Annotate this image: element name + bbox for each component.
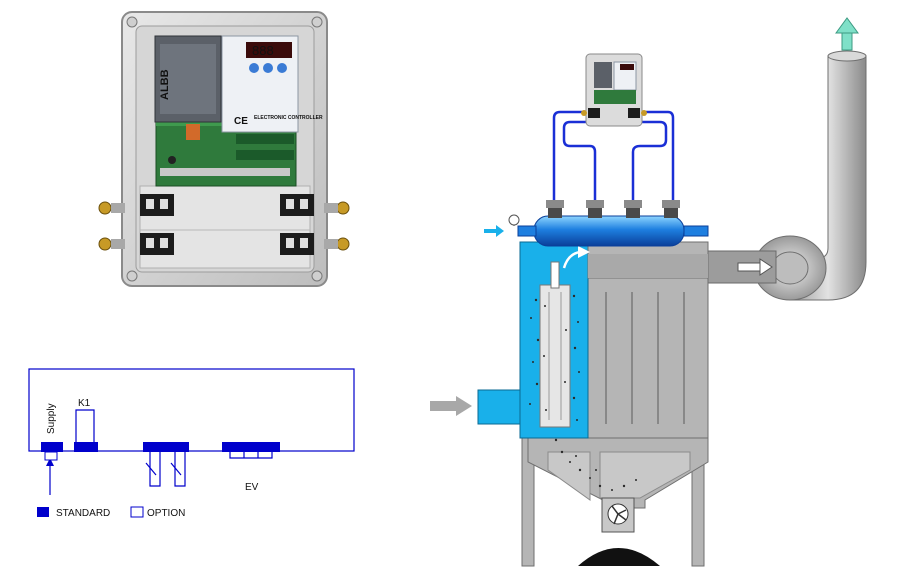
exhaust-duct xyxy=(789,50,867,301)
k1-terminal xyxy=(74,442,98,452)
solenoid-valve xyxy=(546,200,564,218)
solenoid-valve xyxy=(624,200,642,218)
cable-gland-icon xyxy=(98,237,112,251)
supply-terminal xyxy=(41,442,63,452)
valve-terminal xyxy=(222,442,280,452)
outlet-arrow-icon xyxy=(737,258,773,276)
filter-bag xyxy=(539,261,571,428)
screw-icon xyxy=(126,270,138,282)
input-terminal xyxy=(143,442,189,452)
screw-icon xyxy=(311,16,323,28)
legend-standard-swatch xyxy=(37,507,49,517)
valve-connection xyxy=(229,452,273,459)
inlet-arrow-icon xyxy=(430,396,472,416)
exhaust-arrow-icon xyxy=(835,17,859,51)
compressed-air-tank xyxy=(517,215,709,247)
controller-thumbnail xyxy=(581,53,647,127)
schematic-frame xyxy=(28,368,355,452)
legend-option-swatch xyxy=(130,506,144,518)
terminal-block xyxy=(140,194,174,216)
terminal-block xyxy=(140,233,174,255)
legend-option-label: OPTION xyxy=(147,508,185,519)
terminal-strips xyxy=(41,442,280,461)
supply-label: Supply xyxy=(46,403,57,434)
screw-icon xyxy=(311,270,323,282)
terminal-block xyxy=(280,233,314,255)
svg-text:ALBB: ALBB xyxy=(159,69,171,100)
valve-ev-label: EV xyxy=(245,482,259,493)
dust-pile xyxy=(578,548,660,566)
relay-k1-label: K1 xyxy=(78,398,91,409)
panel-button-icon xyxy=(277,63,287,73)
control-cables xyxy=(552,110,675,200)
ce-mark: CE xyxy=(234,116,248,127)
led-display xyxy=(246,42,292,58)
air-supply-arrow-icon xyxy=(484,225,504,237)
cable-gland-icon xyxy=(98,201,112,215)
relay-k1-contact xyxy=(75,409,95,442)
option-switch xyxy=(149,452,161,487)
pressure-gauge-icon xyxy=(508,214,520,226)
option-switch xyxy=(174,452,186,487)
wiring-schematic xyxy=(28,368,355,495)
panel-button-icon xyxy=(263,63,273,73)
terminal-block xyxy=(280,194,314,216)
svg-text:888: 888 xyxy=(252,43,274,58)
dirty-air-inlet xyxy=(477,389,521,425)
solenoid-valve xyxy=(662,200,680,218)
panel-label: ELECTRONIC CONTROLLER xyxy=(254,115,323,121)
legend-standard-label: STANDARD xyxy=(56,508,110,519)
controller-enclosure: ALBB 888 CE ELECTRONIC CONTROLLER xyxy=(98,11,350,287)
screw-icon xyxy=(126,16,138,28)
panel-button-icon xyxy=(249,63,259,73)
solenoid-valve xyxy=(586,200,604,218)
cable-gland-icon xyxy=(336,237,350,251)
cable-gland-icon xyxy=(336,201,350,215)
supply-option-terminal xyxy=(44,451,58,461)
